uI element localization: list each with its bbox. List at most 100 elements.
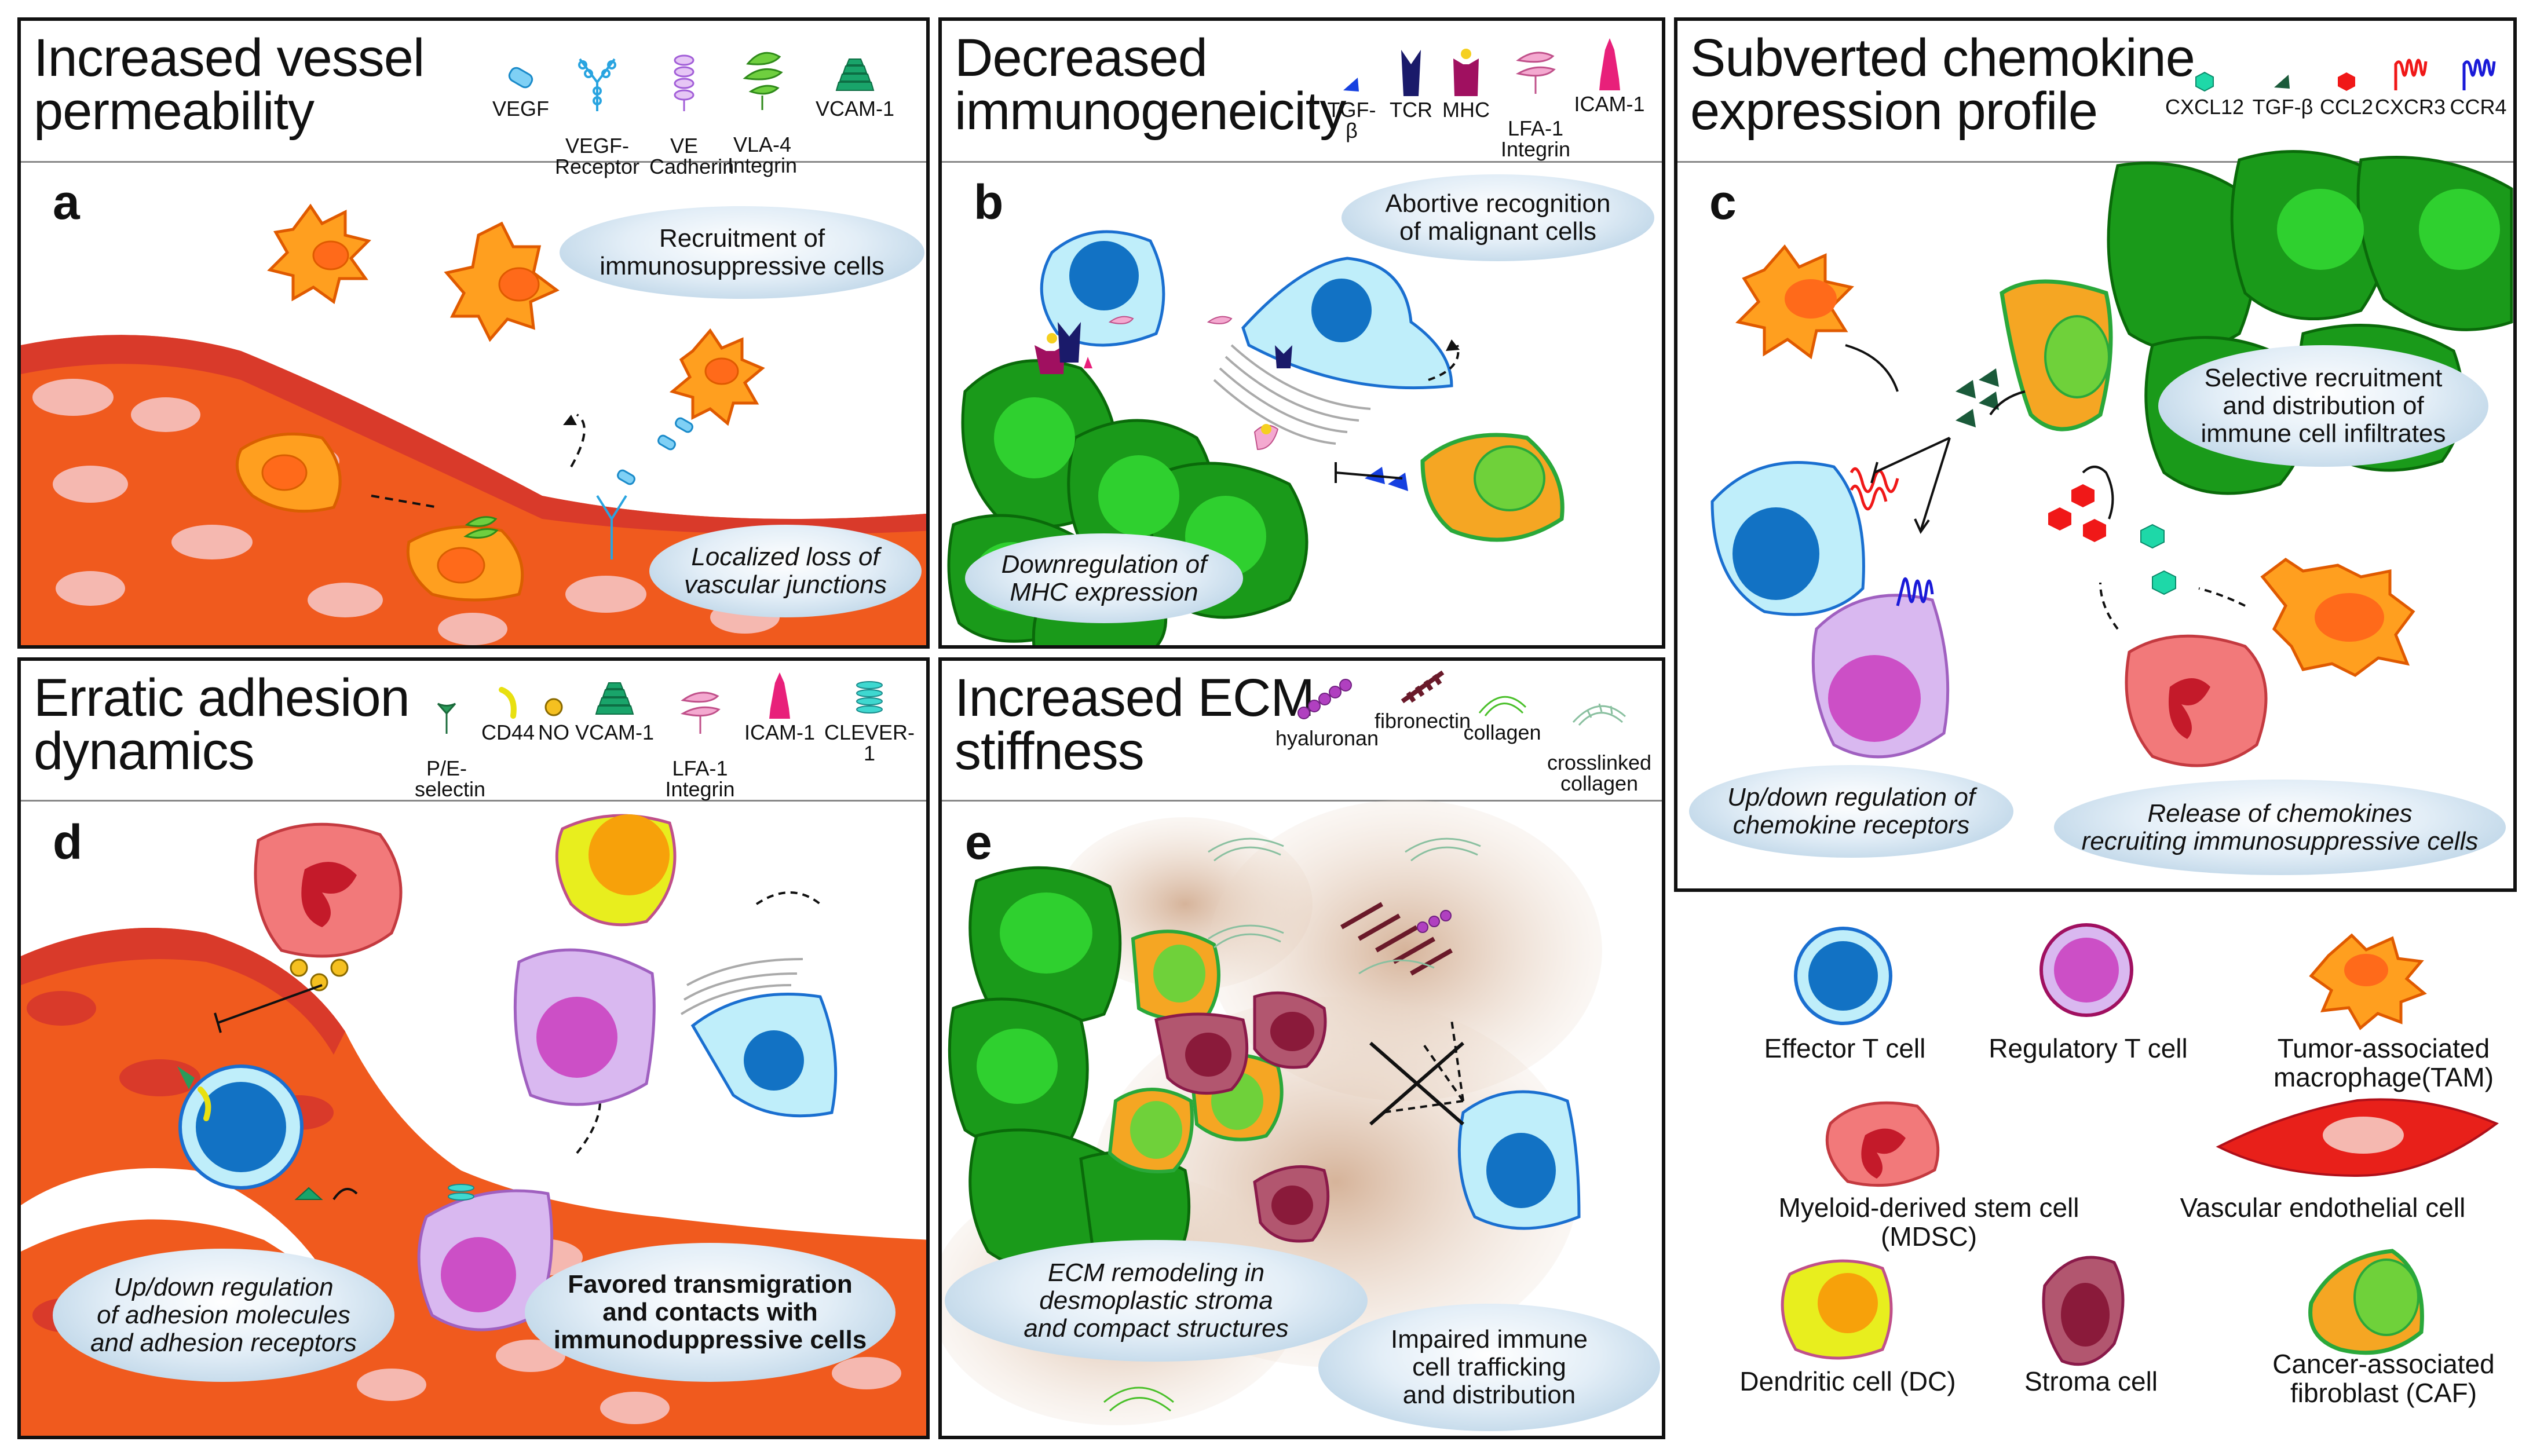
legend-collagen: collagen [1463,684,1541,743]
endothelial-legend-icon [2216,1098,2499,1177]
panel-b: Decreased immunogeneicity TGF-β TCR MHC … [938,17,1665,649]
vcam1-icon [835,58,875,91]
cxcr3-icon [2394,58,2428,90]
legend-selectin: P/E- selectin [415,678,485,800]
legend-vla4-integrin: VLA-4 Integrin [722,25,803,176]
tgf-beta-icon-c [2274,75,2290,89]
caf-cell-b [1420,433,1565,542]
ccr4-icon [2462,58,2495,90]
legend-crosslinked-collagen: crosslinked collagen [1544,672,1654,794]
crosslinked-collagen-fibers [1208,837,1481,975]
lfa1-integrin-icon [1515,52,1556,94]
icam1-icon-d [769,672,790,719]
legend-label-stroma: Stroma cell [2024,1366,2158,1396]
mdsc-cell-c [2125,634,2268,767]
panel-d-title: Erratic adhesion dynamics [34,668,410,781]
effector-t-cell-e [1457,1090,1581,1230]
effector-t-cell-c [1710,461,1865,616]
legend-mhc: MHC [1440,47,1492,120]
legend-no: NO [533,696,574,743]
legend-icam1: ICAM-1 [1573,38,1646,115]
legend-clever1: CLEVER-1 [820,678,919,764]
mhc-icon [1453,49,1479,96]
dc-legend-icon [1781,1259,1893,1360]
selectin-icon [437,703,456,734]
panel-e-title: Increased ECM stiffness [955,668,1315,781]
vegf-icon [508,67,533,89]
panel-e: Increased ECM stiffness hyaluronan fibro… [938,657,1665,1439]
cell-legend-icons [1781,923,2499,1366]
panel-d: Erratic adhesion dynamics P/E- selectin … [17,657,930,1439]
effector-t-cell-d [178,1064,304,1190]
panel-a: Increased vessel permeability VEGF VEGF-… [17,17,930,649]
legend-label-endo: Vascular endothelial cell [2180,1192,2466,1223]
legend-ccr4: CCR4 [2445,53,2512,118]
panel-c-title: Subverted chemokine expression profile [1690,28,2195,141]
treg-cell-d1 [513,948,656,1106]
mdsc-legend-icon [1825,1101,1940,1187]
cxcl12-icon [2195,71,2214,92]
icam1-icon [1599,38,1620,90]
bubble-transmigration: Favored transmigration and contacts with… [525,1243,895,1382]
legend-vcam1: VCAM-1 [812,54,898,119]
no-icon [544,698,563,716]
legend-cxcl12: CXCL12 [2164,70,2245,118]
panel-c-letter: c [1709,175,1737,229]
panel-b-letter: b [974,175,1004,229]
effector-t-cell-b [1040,230,1453,390]
legend-label-effector: Effector T cell [1764,1033,1926,1063]
panel-b-title: Decreased immunogeneicity [955,28,1346,141]
panel-c: Subverted chemokine expression profile C… [1674,17,2517,892]
tumor-cluster-e [948,866,1191,1274]
legend-icam1-d: ICAM-1 [742,672,817,743]
legend-hyaluronan: hyaluronan [1272,672,1382,749]
mdsc-cell-d [254,822,403,958]
vegf-receptor-icon [578,58,616,111]
vla4-integrin-icon [743,52,783,110]
stroma-legend-icon [2042,1256,2125,1366]
clever1-icon [856,681,883,714]
vegf-molecules [617,417,693,485]
hyaluronan-icon [1297,679,1352,719]
legend-tgf-beta: TGF-β [1324,73,1379,141]
bubble-chemokine-receptors: Up/down regulation of chemokine receptor… [1689,765,2013,858]
bubble-release-chemokines: Release of chemokines recruiting immunos… [2054,780,2506,875]
legend-lfa1: LFA-1 Integrin [1498,27,1573,160]
bubble-mhc-downregulation: Downregulation of MHC expression [965,533,1243,623]
tcr-icon [1401,50,1421,96]
legend-cxcr3: CXCR3 [2373,53,2448,118]
bubble-adhesion-regulation: Up/down regulation of adhesion molecules… [53,1249,394,1382]
legend-label-treg: Regulatory T cell [1989,1033,2188,1063]
treg-legend-icon [2039,923,2133,1017]
fibronectin-icon [1401,670,1445,704]
legend-label-tam: Tumor-associated macrophage(TAM) [2273,1033,2494,1092]
effector-t-cell-d2 [690,993,838,1118]
legend-ccl2: CCL2 [2318,70,2375,118]
bubble-abortive-recognition: Abortive recognition of malignant cells [1342,174,1654,261]
panel-e-header: Increased ECM stiffness hyaluronan fibro… [942,661,1662,802]
legend-lfa1-d: LFA-1 Integrin [661,667,739,800]
legend-vegf-receptor: VEGF- Receptor [554,27,641,177]
cd44-icon [499,687,517,719]
legend-label-mdsc: Myeloid-derived stem cell (MDSC) [1778,1192,2079,1252]
bubble-impaired-trafficking: Impaired immune cell trafficking and dis… [1318,1304,1660,1431]
bubble-ecm-remodeling: ECM remodeling in desmoplastic stroma an… [945,1240,1368,1362]
legend-tgf-beta-c: TGF-β [2251,70,2315,118]
panel-e-letter: e [965,815,992,869]
tam-legend-icon [2309,933,2427,1030]
panel-a-header: Increased vessel permeability VEGF VEGF-… [21,21,926,177]
vcam1-icon-d [595,682,634,715]
dc-cell-d [555,814,677,927]
caf-legend-icon [2308,1249,2424,1355]
legend-vcam1-d: VCAM-1 [574,678,655,743]
treg-cell-d2 [417,1189,554,1331]
treg-cell-c [1811,594,1950,759]
ve-cadherin-icon [674,54,695,111]
panel-d-letter: d [53,815,83,869]
fibronectin-fibers [1340,902,1453,976]
collagen-icon [1478,696,1526,716]
cell-legend: Effector T cell Regulatory T cell Tumor-… [1674,903,2517,1436]
legend-label-dc: Dendritic cell (DC) [1739,1366,1956,1396]
bubble-recruitment: Recruitment of immunosuppressive cells [560,206,924,299]
crosslinked-collagen-icon [1572,703,1626,726]
